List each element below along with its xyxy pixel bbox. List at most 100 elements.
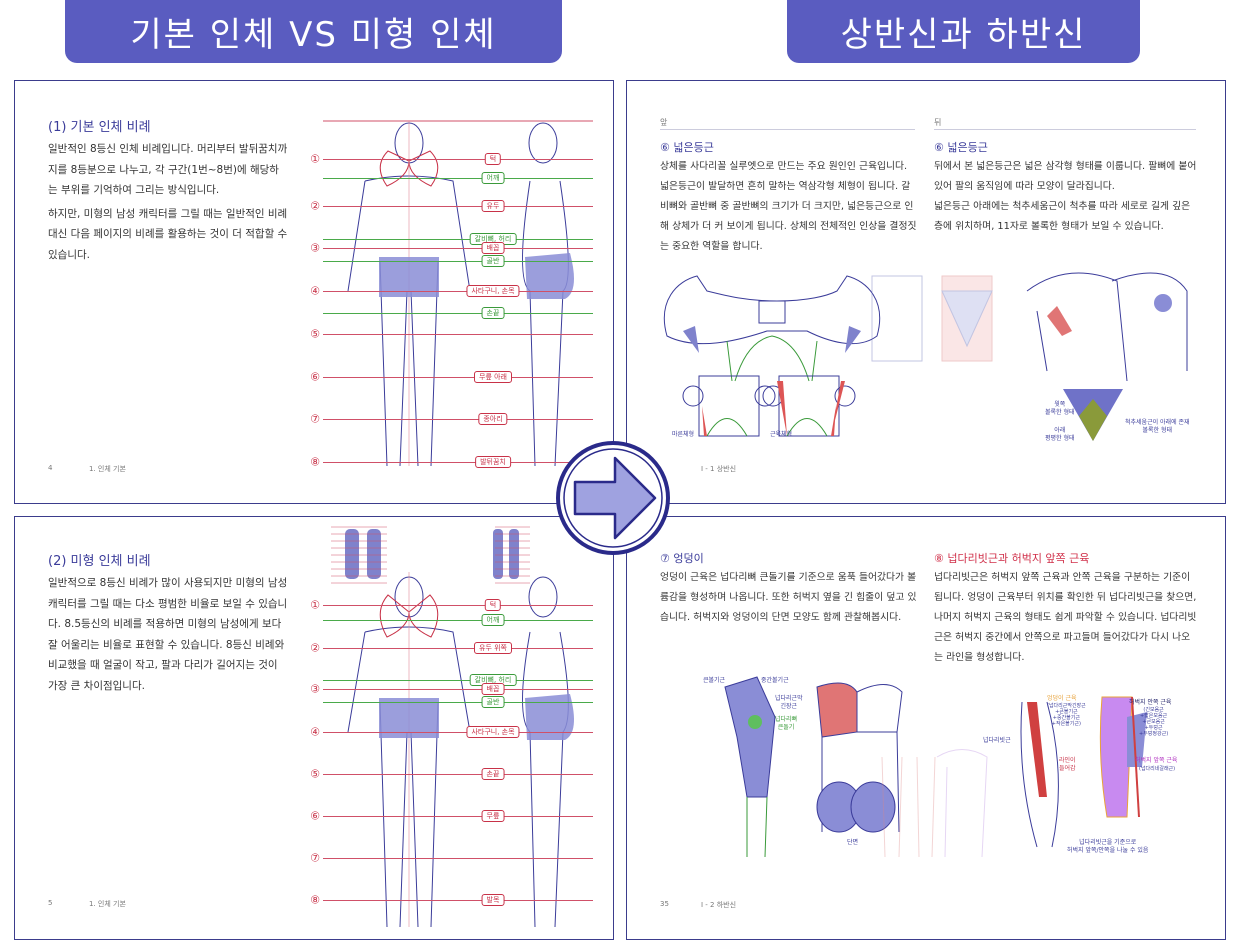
proportion-line	[323, 248, 593, 249]
proportion-label: 사타구니, 손목	[466, 285, 520, 297]
label-glute-list: (넙다리근막긴장근 +큰볼기근 +중간볼기근 +작은볼기근)	[1047, 703, 1086, 727]
proportion-line	[323, 680, 593, 681]
proportion-label: 골반	[481, 696, 505, 708]
proportion-line	[323, 816, 593, 817]
proportion-line	[323, 206, 593, 207]
proportion-line	[323, 620, 593, 621]
section-title: ⑥ 넓은등근	[934, 141, 988, 154]
back-label: 뒤	[934, 118, 942, 127]
proportion-number: ⑧	[310, 893, 320, 907]
proportion-label: 손끝	[481, 307, 505, 319]
proportion-line	[323, 239, 593, 240]
divider	[660, 129, 915, 130]
proportion-line	[323, 159, 593, 160]
page-lower-body: ⑦ 엉덩이 엉덩이 근육은 넙다리뼈 큰돌기를 기준으로 움푹 들어갔다가 볼륨…	[626, 516, 1226, 940]
hip-thigh-illustrations	[724, 676, 1147, 858]
proportion-number: ③	[310, 241, 320, 255]
body-text: 뒤에서 본 넓은등근은 넓은 삼각형 형태를 이룹니다. 팔뼈에 붙어 있어 팔…	[934, 157, 1199, 237]
proportion-number: ①	[310, 598, 320, 612]
proportion-line	[323, 774, 593, 775]
proportion-label: 사타구니, 손목	[466, 726, 520, 738]
paragraph: 하지만, 미형의 남성 캐릭터를 그릴 때는 일반적인 비례 대신 다음 페이지…	[48, 207, 288, 261]
paragraph: 일반적인 8등신 인체 비례입니다. 머리부터 발뒤꿈치까지를 8등분으로 나누…	[48, 143, 288, 196]
page-upper-body: 앞 뒤 ⑥ 넓은등근 상체를 사다리꼴 실루엣으로 만드는 주요 원인인 근육입…	[626, 80, 1226, 504]
proportion-label: 유두 위쪽	[474, 642, 512, 654]
proportion-number: ⑦	[310, 412, 320, 426]
proportion-label: 종아리	[478, 413, 508, 425]
page-number: 5	[48, 899, 53, 907]
label-cross-section: 단면	[847, 839, 859, 846]
section-title: ⑦ 엉덩이	[660, 552, 704, 565]
body-text: 일반적으로 8등신 비례가 많이 사용되지만 미형의 남성 캐릭터를 그릴 때는…	[48, 573, 290, 699]
proportion-label: 어깨	[481, 172, 505, 184]
proportion-number: ②	[310, 641, 320, 655]
section-title: (2) 미형 인체 비례	[48, 554, 151, 569]
label-front-thigh: 허벅지 앞쪽 근육	[1135, 757, 1178, 764]
proportion-number: ④	[310, 725, 320, 739]
proportion-number: ⑤	[310, 767, 320, 781]
body-text: 넙다리빗근은 허벅지 앞쪽 근육과 안쪽 근육을 구분하는 기준이 됩니다. 엉…	[934, 572, 1197, 663]
proportion-label: 발뒤꿈치	[475, 456, 511, 468]
arrow-right-icon	[556, 441, 670, 555]
caption-slim: 마른체형	[672, 431, 695, 438]
label-front-list: (넙다리네갈래근)	[1139, 766, 1176, 772]
caption-top: 윗쪽 볼록한 형태	[1045, 401, 1075, 416]
body-text: 상체를 사다리꼴 실루엣으로 만드는 주요 원인인 근육입니다. 넓은등근이 발…	[660, 161, 917, 252]
label-gluteus-maximus: 큰볼기근	[703, 677, 726, 684]
proportion-number: ⑤	[310, 327, 320, 341]
proportion-line	[323, 732, 593, 733]
proportion-line	[323, 858, 593, 859]
section-title: ⑥ 넓은등근	[660, 141, 714, 154]
paragraph: 넓은등근 아래에는 척추세움근이 척추를 따라 세로로 길게 깊은 층에 위치하…	[934, 201, 1191, 232]
proportion-label: 배꼽	[481, 242, 505, 254]
section-footer: 1. 인체 기본	[89, 900, 126, 908]
body-text: 엉덩이 근육은 넙다리뼈 큰돌기를 기준으로 움푹 들어갔다가 볼륨감을 형성하…	[660, 572, 917, 623]
label-inner-thigh: 허벅지 안쪽 근육	[1129, 699, 1172, 706]
page-basic-proportion: (1) 기본 인체 비례 일반적인 8등신 인체 비례입니다. 머리부터 발뒤꿈…	[14, 80, 614, 504]
proportion-label: 무릎	[481, 810, 505, 822]
label-bottom-note: 넙다리빗근을 기준으로 허벅지 앞쪽/안쪽을 나눌 수 있음	[1067, 839, 1149, 854]
label-inner-list: (긴모음근 +짧은모음근 +큰모음근 +두덩근 +두덩정강근)	[1139, 707, 1169, 737]
banner-upper-lower-body: 상반신과 하반신	[787, 0, 1140, 63]
proportion-line	[323, 291, 593, 292]
proportion-line	[323, 313, 593, 314]
label-line-inward: 라인이 들어감	[1059, 757, 1076, 772]
proportion-line	[323, 900, 593, 901]
label-sartorius: 넙다리빗근	[983, 737, 1011, 744]
proportion-label: 발목	[481, 894, 505, 906]
proportion-number: ⑦	[310, 851, 320, 865]
proportion-line	[323, 648, 593, 649]
divider	[934, 129, 1196, 130]
proportion-number: ⑧	[310, 455, 320, 469]
banner-basic-vs-stylized: 기본 인체 VS 미형 인체	[65, 0, 562, 63]
proportion-label: 골반	[481, 255, 505, 267]
proportion-number: ⑥	[310, 809, 320, 823]
proportion-label: 턱	[484, 153, 502, 165]
proportion-label: 어깨	[481, 614, 505, 626]
proportion-label: 배꼽	[481, 683, 505, 695]
section-footer: I - 2 하반신	[701, 901, 737, 909]
label-glute-group: 엉덩이 근육	[1047, 695, 1077, 702]
proportion-label: 무릎 아래	[474, 371, 512, 383]
proportion-number: ④	[310, 284, 320, 298]
front-label: 앞	[660, 118, 668, 127]
proportion-line	[323, 334, 593, 335]
proportion-line	[323, 178, 593, 179]
section-footer: I - 1 상반신	[701, 465, 737, 473]
caption-erector: 척추세움근이 아래에 존재 볼록한 형태	[1125, 419, 1190, 434]
body-figure	[323, 120, 593, 467]
proportion-line	[323, 702, 593, 703]
proportion-number: ⑥	[310, 370, 320, 384]
section-title: (1) 기본 인체 비례	[48, 120, 151, 135]
proportion-number: ③	[310, 682, 320, 696]
proportion-line	[323, 689, 593, 690]
proportion-number: ②	[310, 199, 320, 213]
proportion-line	[323, 462, 593, 463]
page-stylized-proportion: (2) 미형 인체 비례 일반적으로 8등신 비례가 많이 사용되지만 미형의 …	[14, 516, 614, 940]
proportion-label: 턱	[484, 599, 502, 611]
body-text: 일반적인 8등신 인체 비례입니다. 머리부터 발뒤꿈치까지를 8등분으로 나누…	[48, 139, 288, 268]
paragraph: 뒤에서 본 넓은등근은 넓은 삼각형 형태를 이룹니다. 팔뼈에 붙어 있어 팔…	[934, 161, 1197, 192]
caption-bottom: 아래 평평한 형태	[1045, 427, 1075, 442]
proportion-number: ①	[310, 152, 320, 166]
section-footer: 1. 인체 기본	[89, 465, 126, 473]
